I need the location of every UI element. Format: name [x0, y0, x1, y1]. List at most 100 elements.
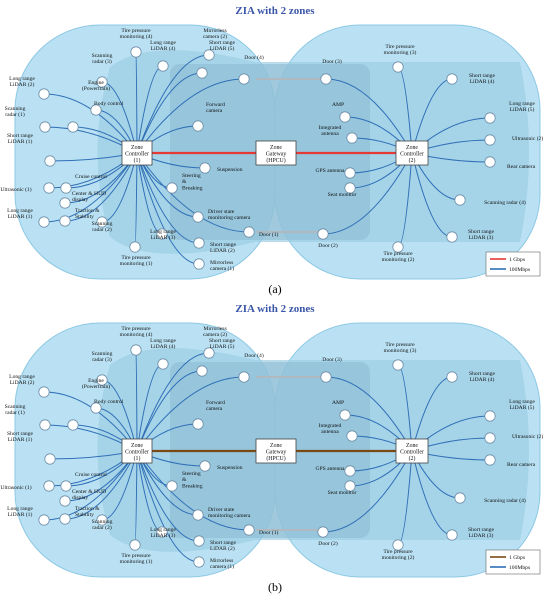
node-circle [157, 60, 169, 72]
node-circle [203, 347, 215, 359]
node-circle [90, 104, 102, 116]
node-circle [317, 228, 329, 240]
node-label: Cruise control [75, 174, 107, 180]
node-circle [60, 182, 72, 194]
node-label: GPS antenna [315, 466, 345, 472]
node-circle [344, 167, 356, 179]
node-ultrasonic-1: Ultrasonic (1) [0, 480, 55, 492]
node-circle [193, 237, 205, 249]
node-circle [193, 556, 205, 568]
node-body-control: Body control [67, 399, 124, 431]
node-circle [484, 432, 496, 444]
node-rear-camera: Rear camera [484, 454, 536, 468]
node-body-control: Body control [67, 101, 124, 133]
node-circle [446, 231, 458, 243]
node-circle [67, 121, 79, 133]
node-circle [166, 480, 178, 492]
node-circle [192, 418, 204, 430]
node-door-4: Door (4) [238, 352, 264, 383]
node-label: Seat monitor [328, 490, 357, 496]
node-engine-powertrain: Engine(Powertrain) [82, 378, 110, 414]
node-scanning-radar-4: Scanning radar (4) [454, 492, 526, 504]
node-circle [392, 61, 404, 73]
node-circle [43, 480, 55, 492]
node-circle [192, 211, 204, 223]
node-label: Door (2) [318, 242, 338, 249]
node-circle [484, 454, 496, 466]
node-circle [129, 241, 141, 253]
node-gps-antenna: GPS antenna [315, 465, 356, 477]
node-label: Door (4) [244, 54, 264, 61]
node-cruise-control: Cruise control [60, 174, 107, 194]
node-label: Ultrasonic (2) [512, 135, 543, 142]
legend-label: 1 Gbps [509, 555, 525, 561]
node-circle [60, 480, 72, 492]
node-label: Ultrasonic (2) [512, 433, 543, 440]
node-label: Door (3) [322, 58, 342, 65]
legend-label: 1 Gbps [509, 257, 525, 263]
node-circle [193, 258, 205, 270]
node-circle [39, 419, 51, 431]
node-circle [344, 182, 356, 194]
node-circle [156, 228, 168, 240]
node-cruise-control: Cruise control [60, 472, 107, 492]
node-circle [67, 419, 79, 431]
node-circle [346, 430, 358, 442]
node-circle [59, 197, 71, 209]
node-door-2: Door (2) [317, 526, 338, 547]
node-circle [484, 410, 496, 422]
node-circle [129, 539, 141, 551]
node-circle [484, 156, 496, 168]
node-label: Scanning radar (4) [484, 199, 526, 206]
node-label: Seat monitor [328, 192, 357, 198]
node-circle [156, 526, 168, 538]
node-circle [446, 371, 458, 383]
legend-label: 100Mbps [509, 565, 530, 571]
node-rear-camera: Rear camera [484, 156, 536, 170]
node-ultrasonic-1: Ultrasonic (1) [0, 182, 55, 194]
node-label: Traction &Stability [75, 506, 100, 518]
node-label: Suspension [217, 465, 243, 471]
